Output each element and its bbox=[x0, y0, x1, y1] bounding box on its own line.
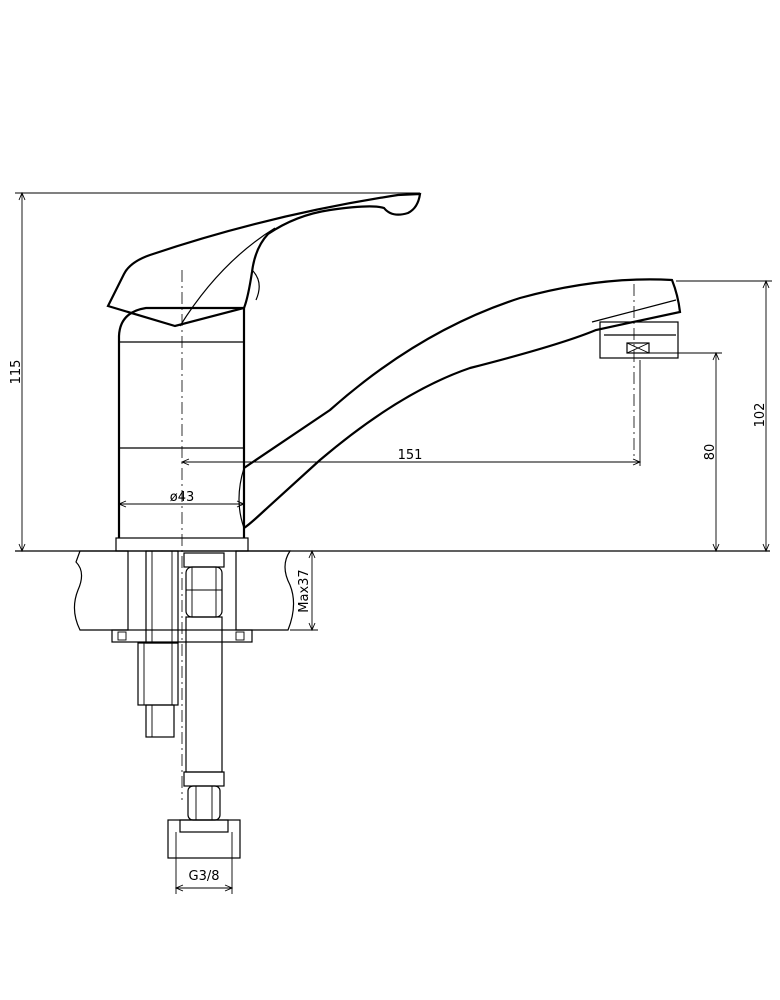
dim-spout-top-height-label: 102 bbox=[753, 403, 768, 428]
lever-handle bbox=[106, 192, 422, 328]
dim-body-diameter-label: ø43 bbox=[170, 490, 195, 505]
dim-thread-size-label: G3/8 bbox=[189, 869, 220, 884]
dimension-lines bbox=[15, 191, 772, 894]
centerlines bbox=[181, 270, 635, 800]
spout bbox=[238, 278, 682, 529]
dim-max-thickness-label: Max37 bbox=[297, 569, 312, 612]
mounting-rod bbox=[137, 550, 179, 738]
dim-spout-reach-label: 151 bbox=[398, 448, 423, 463]
dim-outlet-height-label: 80 bbox=[703, 444, 718, 461]
dim-total-height-label: 115 bbox=[9, 360, 24, 385]
connector-nut bbox=[167, 819, 241, 859]
supply-hose bbox=[183, 552, 225, 821]
countertop bbox=[15, 550, 770, 643]
